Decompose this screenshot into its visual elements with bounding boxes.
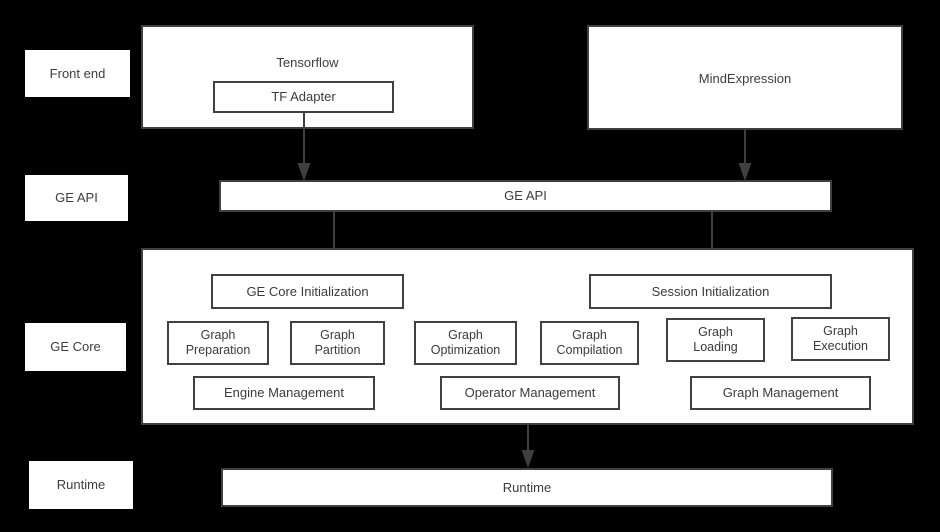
runtime-bar-label: Runtime bbox=[502, 479, 552, 495]
management-box-operator-management[interactable]: Operator Management bbox=[440, 376, 620, 410]
mindexpression-group bbox=[587, 25, 903, 130]
tf-adapter-box[interactable]: TF Adapter bbox=[213, 81, 394, 113]
layer-label-ge-core: GE Core bbox=[25, 323, 126, 371]
management-box-engine-management-label: Engine Management bbox=[224, 385, 344, 401]
stage-box-graph-loading[interactable]: Graph Loading bbox=[666, 318, 765, 362]
stage-box-graph-optimization[interactable]: Graph Optimization bbox=[414, 321, 517, 365]
layer-label-ge-api-text: GE API bbox=[55, 190, 98, 206]
management-box-operator-management-label: Operator Management bbox=[464, 385, 596, 401]
connector-ge-core-to-runtime bbox=[521, 425, 535, 468]
mindexpression-title: MindExpression bbox=[698, 71, 792, 86]
management-box-engine-management[interactable]: Engine Management bbox=[193, 376, 375, 410]
ge-api-bar[interactable]: GE API bbox=[219, 180, 832, 212]
runtime-bar[interactable]: Runtime bbox=[221, 468, 833, 507]
layer-label-front-end: Front end bbox=[25, 50, 130, 97]
layer-label-ge-core-text: GE Core bbox=[50, 339, 101, 355]
management-box-graph-management-label: Graph Management bbox=[722, 385, 839, 401]
ge-core-initialization-label: GE Core Initialization bbox=[246, 283, 369, 299]
layer-label-ge-api: GE API bbox=[25, 175, 128, 221]
stage-box-graph-compilation[interactable]: Graph Compilation bbox=[540, 321, 639, 365]
connector-mindexpression-to-ge-api bbox=[738, 130, 752, 181]
stage-box-graph-preparation[interactable]: Graph Preparation bbox=[167, 321, 269, 365]
session-initialization-label: Session Initialization bbox=[651, 283, 770, 299]
layer-label-front-end-text: Front end bbox=[49, 65, 106, 81]
stage-box-graph-partition-label: Graph Partition bbox=[314, 327, 361, 357]
stage-box-graph-compilation-label: Graph Compilation bbox=[556, 327, 623, 357]
stage-box-graph-execution[interactable]: Graph Execution bbox=[791, 317, 890, 361]
layer-label-runtime-text: Runtime bbox=[56, 477, 106, 493]
ge-api-bar-label: GE API bbox=[504, 188, 547, 204]
layer-label-runtime: Runtime bbox=[29, 461, 133, 509]
stage-box-graph-loading-label: Graph Loading bbox=[693, 324, 738, 354]
tensorflow-title: Tensorflow bbox=[276, 55, 339, 70]
stage-box-graph-execution-label: Graph Execution bbox=[813, 323, 868, 353]
session-initialization-box[interactable]: Session Initialization bbox=[589, 274, 832, 309]
connector-tf-adapter-to-ge-api bbox=[297, 113, 311, 181]
stage-box-graph-partition[interactable]: Graph Partition bbox=[290, 321, 385, 365]
management-box-graph-management[interactable]: Graph Management bbox=[690, 376, 871, 410]
tf-adapter-label: TF Adapter bbox=[271, 89, 336, 105]
stage-box-graph-preparation-label: Graph Preparation bbox=[185, 327, 251, 357]
stage-box-graph-optimization-label: Graph Optimization bbox=[430, 327, 501, 357]
ge-core-initialization-box[interactable]: GE Core Initialization bbox=[211, 274, 404, 309]
